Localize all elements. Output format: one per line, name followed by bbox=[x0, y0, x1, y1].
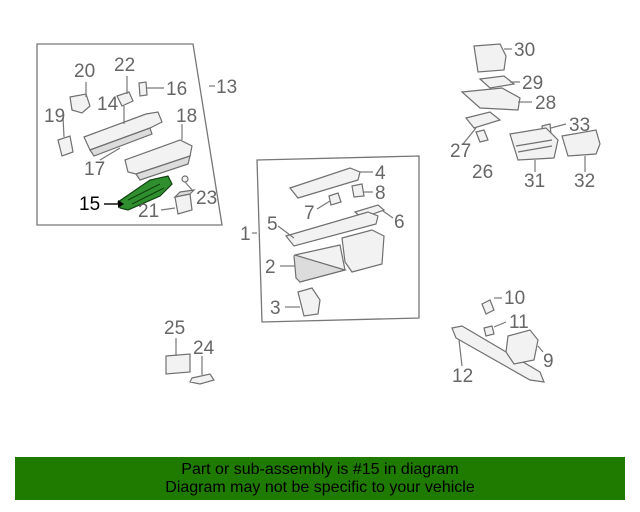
part-28[interactable] bbox=[460, 87, 532, 111]
part-16[interactable] bbox=[138, 81, 164, 97]
part-9[interactable] bbox=[505, 329, 544, 365]
part-12[interactable] bbox=[451, 325, 545, 383]
part-7[interactable] bbox=[316, 192, 342, 210]
callout-31[interactable]: 31 bbox=[524, 171, 545, 192]
callout-5[interactable]: 5 bbox=[267, 214, 278, 235]
callout-17[interactable]: 17 bbox=[84, 159, 105, 180]
callout-22[interactable]: 22 bbox=[114, 55, 135, 76]
callout-25[interactable]: 25 bbox=[164, 318, 185, 339]
part-15-highlighted[interactable] bbox=[104, 175, 173, 211]
part-2-inner bbox=[341, 229, 385, 273]
part-29[interactable] bbox=[478, 75, 520, 89]
info-banner: Part or sub-assembly is #15 in diagram D… bbox=[15, 457, 625, 500]
callout-30[interactable]: 30 bbox=[514, 40, 535, 61]
part-24[interactable] bbox=[189, 356, 215, 385]
callout-9[interactable]: 9 bbox=[543, 351, 554, 372]
callout-1[interactable]: 1 bbox=[240, 224, 251, 245]
callout-8[interactable]: 8 bbox=[375, 183, 386, 204]
callout-33[interactable]: 33 bbox=[569, 115, 590, 136]
callout-4[interactable]: 4 bbox=[375, 163, 386, 184]
callout-11[interactable]: 11 bbox=[509, 312, 529, 333]
callout-18[interactable]: 18 bbox=[176, 106, 197, 127]
part-10[interactable] bbox=[481, 297, 502, 315]
part-17[interactable] bbox=[99, 147, 121, 161]
banner-line-2: Diagram may not be specific to your vehi… bbox=[165, 479, 475, 496]
callout-12[interactable]: 12 bbox=[452, 366, 473, 387]
callout-14[interactable]: 14 bbox=[97, 94, 119, 115]
callout-2[interactable]: 2 bbox=[265, 257, 276, 278]
part-26[interactable] bbox=[475, 129, 489, 143]
callout-32[interactable]: 32 bbox=[574, 171, 595, 192]
part-22[interactable] bbox=[116, 76, 134, 107]
callout-27[interactable]: 27 bbox=[450, 141, 471, 162]
callout-26[interactable]: 26 bbox=[472, 162, 493, 183]
part-31[interactable] bbox=[509, 127, 559, 172]
part-8[interactable] bbox=[351, 183, 373, 198]
callout-24[interactable]: 24 bbox=[193, 338, 215, 359]
callout-20[interactable]: 20 bbox=[74, 61, 95, 82]
part-19[interactable] bbox=[57, 116, 74, 157]
part-5[interactable] bbox=[277, 211, 379, 247]
part-4[interactable] bbox=[288, 167, 373, 199]
part-2[interactable] bbox=[280, 244, 348, 283]
callout-19[interactable]: 19 bbox=[44, 106, 65, 127]
banner-line-1: Part or sub-assembly is #15 in diagram bbox=[181, 461, 459, 478]
part-3[interactable] bbox=[285, 287, 321, 317]
part-30[interactable] bbox=[473, 43, 512, 73]
part-27[interactable] bbox=[462, 111, 502, 145]
callout-23[interactable]: 23 bbox=[196, 188, 217, 209]
callout-3[interactable]: 3 bbox=[270, 298, 281, 319]
part-23[interactable] bbox=[181, 175, 194, 192]
callout-10[interactable]: 10 bbox=[504, 288, 525, 309]
callout-28[interactable]: 28 bbox=[535, 93, 556, 114]
callout-labels: 20 22 16 13 19 14 18 17 23 15 21 4 8 7 6… bbox=[44, 40, 595, 387]
part-21[interactable] bbox=[160, 189, 196, 215]
part-11[interactable] bbox=[483, 321, 507, 337]
callout-16[interactable]: 16 bbox=[166, 79, 187, 100]
callout-7[interactable]: 7 bbox=[304, 203, 315, 224]
part-18[interactable] bbox=[124, 124, 193, 181]
callout-15[interactable]: 15 bbox=[79, 194, 100, 215]
part-20[interactable] bbox=[69, 82, 91, 114]
callout-6[interactable]: 6 bbox=[394, 212, 405, 233]
callout-29[interactable]: 29 bbox=[522, 73, 543, 94]
part-14[interactable] bbox=[83, 106, 163, 157]
callout-13[interactable]: 13 bbox=[216, 77, 237, 98]
callout-21[interactable]: 21 bbox=[138, 201, 159, 222]
part-25[interactable] bbox=[165, 338, 191, 375]
part-32[interactable] bbox=[561, 129, 601, 172]
